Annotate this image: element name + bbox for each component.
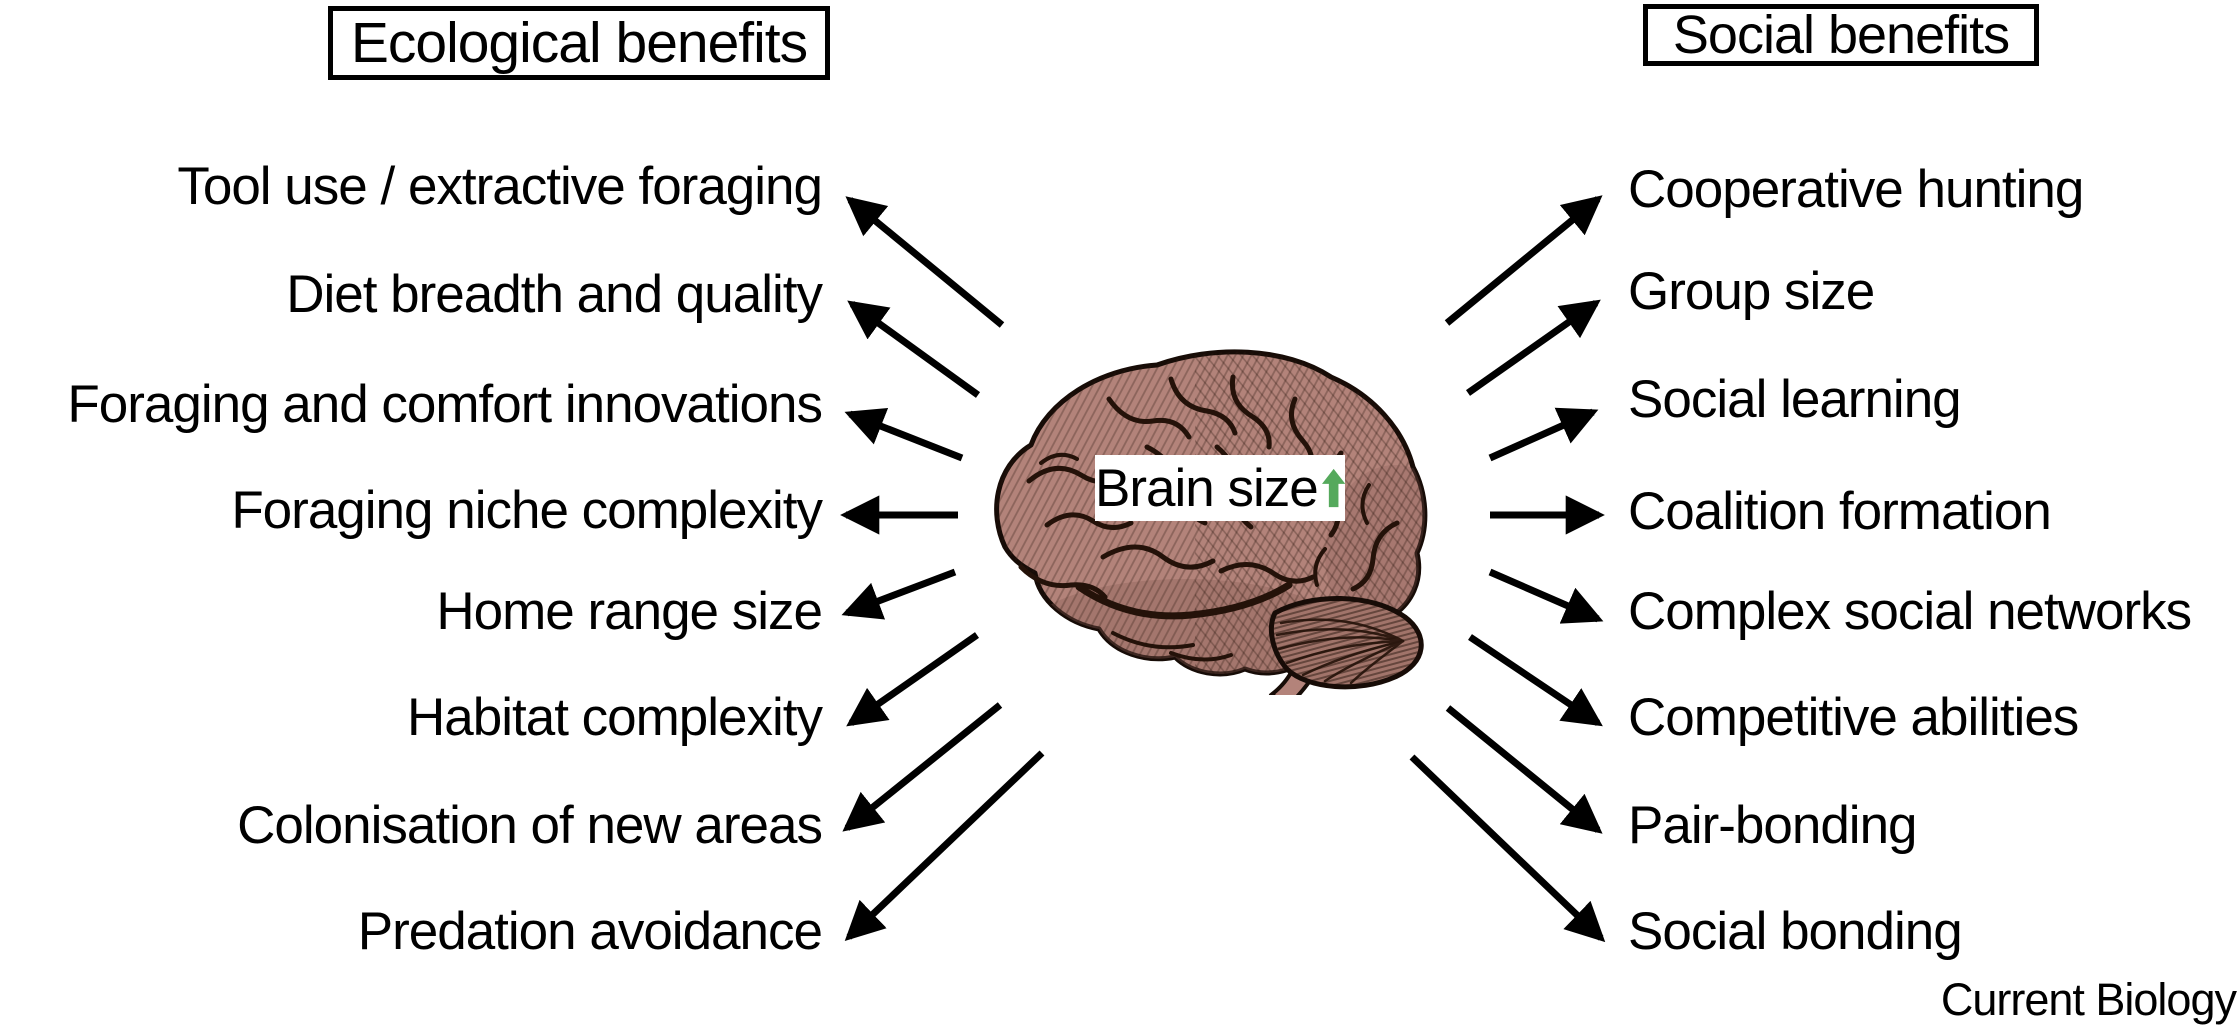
benefit-label: Pair-bonding	[1628, 795, 1918, 855]
connector-arrow	[1409, 754, 1606, 943]
connector-arrow	[1445, 705, 1603, 834]
connector-arrow	[1488, 407, 1599, 462]
benefit-label: Foraging niche complexity	[231, 480, 823, 540]
benefit-label: Home range size	[436, 581, 823, 641]
ecological-benefits-header: Ecological benefits	[328, 6, 830, 80]
up-arrow-icon	[1321, 468, 1345, 508]
benefit-label: Tool use / extractive foraging	[177, 156, 823, 216]
connector-arrow	[1488, 568, 1604, 624]
connector-arrow	[841, 568, 957, 620]
benefit-label: Competitive abilities	[1628, 687, 2079, 747]
journal-credit: Current Biology	[1940, 974, 2237, 1025]
benefit-label: Complex social networks	[1628, 581, 2192, 641]
social-benefits-header: Social benefits	[1643, 4, 2039, 66]
benefit-label: Foraging and comfort innovations	[67, 374, 823, 434]
connector-arrow	[842, 702, 1003, 832]
connector-arrow	[1465, 299, 1601, 396]
benefit-label: Cooperative hunting	[1628, 159, 2084, 219]
benefit-label: Group size	[1628, 261, 1875, 321]
connector-arrow	[846, 632, 980, 727]
benefit-label: Habitat complexity	[406, 687, 823, 747]
brain-size-label: Brain size	[1095, 455, 1345, 521]
benefit-label: Diet breadth and quality	[286, 264, 823, 324]
connector-arrow	[844, 407, 964, 462]
cerebellum	[1269, 596, 1424, 690]
connector-arrow	[847, 300, 981, 398]
connector-arrow	[1444, 195, 1603, 326]
benefit-label: Colonisation of new areas	[237, 795, 823, 855]
connector-arrow	[845, 196, 1005, 328]
benefit-label: Coalition formation	[1628, 481, 2052, 541]
connector-arrow	[844, 750, 1045, 942]
brain-size-text: Brain size	[1095, 458, 1319, 518]
connector-arrow	[1468, 634, 1603, 727]
benefit-label: Predation avoidance	[357, 901, 823, 961]
benefit-label: Social learning	[1628, 369, 1962, 429]
benefit-label: Social bonding	[1628, 901, 1963, 961]
